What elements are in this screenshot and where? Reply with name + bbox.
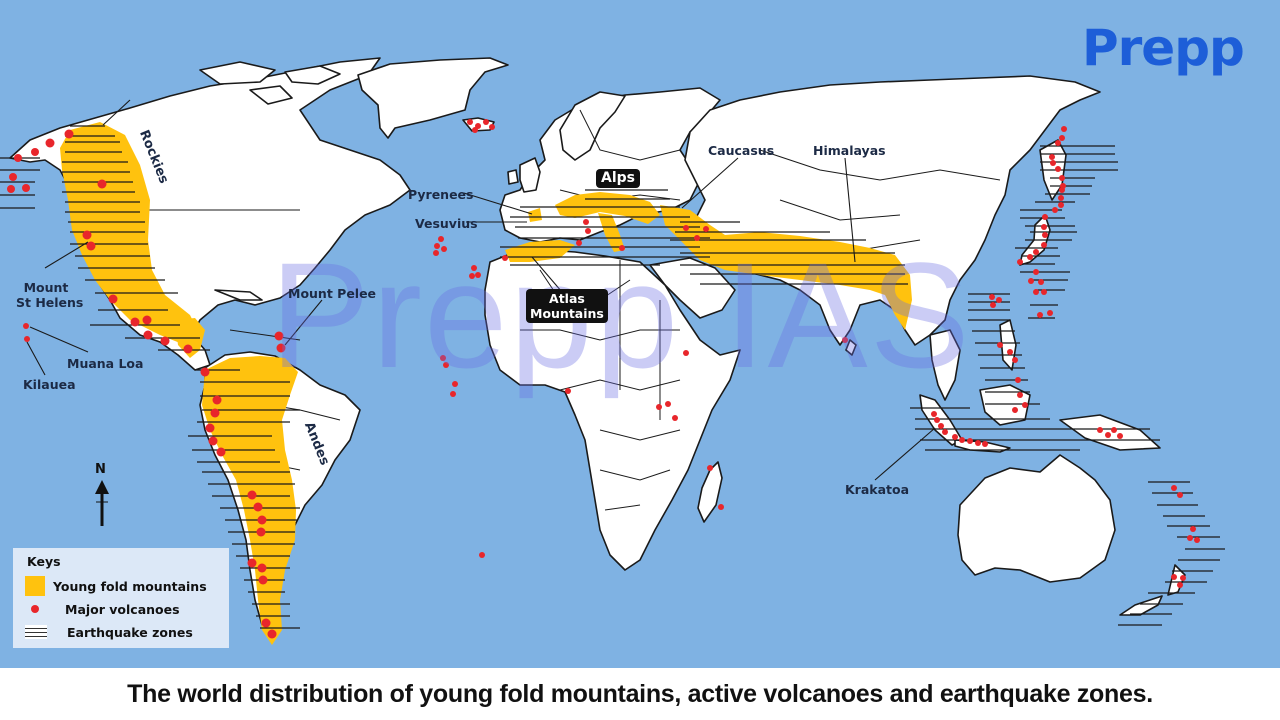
leader-lines (26, 99, 936, 481)
label-caucasus: Caucasus (708, 143, 775, 158)
pyrenees-belt (528, 208, 542, 222)
legend-item-fold-mountains: Young fold mountains (25, 575, 207, 597)
prepp-logo: Prepp (1082, 19, 1245, 77)
andes-belt (202, 356, 298, 645)
north-label: N (95, 462, 106, 477)
label-mount-st-helens: Mount St Helens (16, 280, 84, 310)
caption-text: The world distribution of young fold mou… (127, 679, 1153, 708)
label-alps: Alps (596, 169, 640, 188)
legend: Keys Young fold mountains Major volcanoe… (13, 548, 229, 648)
label-atlas-line1: Atlas (549, 291, 585, 306)
alps-belt (555, 192, 660, 224)
north-arrow: N (92, 462, 112, 528)
label-himalayas: Himalayas (813, 143, 886, 158)
label-mount-pelee: Mount Pelee (288, 286, 377, 301)
legend-item-label: Earthquake zones (67, 624, 193, 640)
australia (957, 454, 1116, 583)
legend-title: Keys (27, 554, 61, 569)
north-arrow-icon (95, 480, 109, 526)
label-kilauea: Kilauea (23, 377, 76, 392)
legend-item-label: Major volcanoes (65, 601, 180, 617)
label-atlas-mountains: Atlas Mountains (526, 289, 608, 323)
red-dot-icon (31, 605, 39, 613)
greenland (357, 57, 509, 139)
volcano-markers (7, 119, 1200, 639)
legend-item-volcanoes: Major volcanoes (25, 598, 180, 620)
new-zealand (1167, 564, 1186, 596)
horizontal-lines-icon (25, 625, 47, 639)
yellow-square-icon (25, 576, 45, 596)
dinaric-belt (598, 213, 625, 252)
fold-mountain-belts (60, 122, 912, 645)
label-mount-st-helens-line1: Mount (23, 280, 69, 295)
legend-item-earthquake-zones: Earthquake zones (25, 621, 193, 643)
label-vesuvius: Vesuvius (415, 216, 478, 231)
world-map: Prepp IAS Prepp Rockies Andes Mount St H… (0, 0, 1280, 668)
legend-item-label: Young fold mountains (53, 578, 207, 594)
label-pyrenees: Pyrenees (408, 187, 474, 202)
rockies-belt (60, 122, 200, 345)
label-mount-st-helens-line2: St Helens (16, 295, 84, 310)
label-krakatoa: Krakatoa (845, 482, 910, 497)
label-muana-loa: Muana Loa (67, 356, 144, 371)
label-atlas-line2: Mountains (530, 306, 604, 321)
map-graphic (0, 57, 1225, 645)
caption: The world distribution of young fold mou… (0, 668, 1280, 720)
caucasus-zagros-belt (660, 205, 912, 330)
